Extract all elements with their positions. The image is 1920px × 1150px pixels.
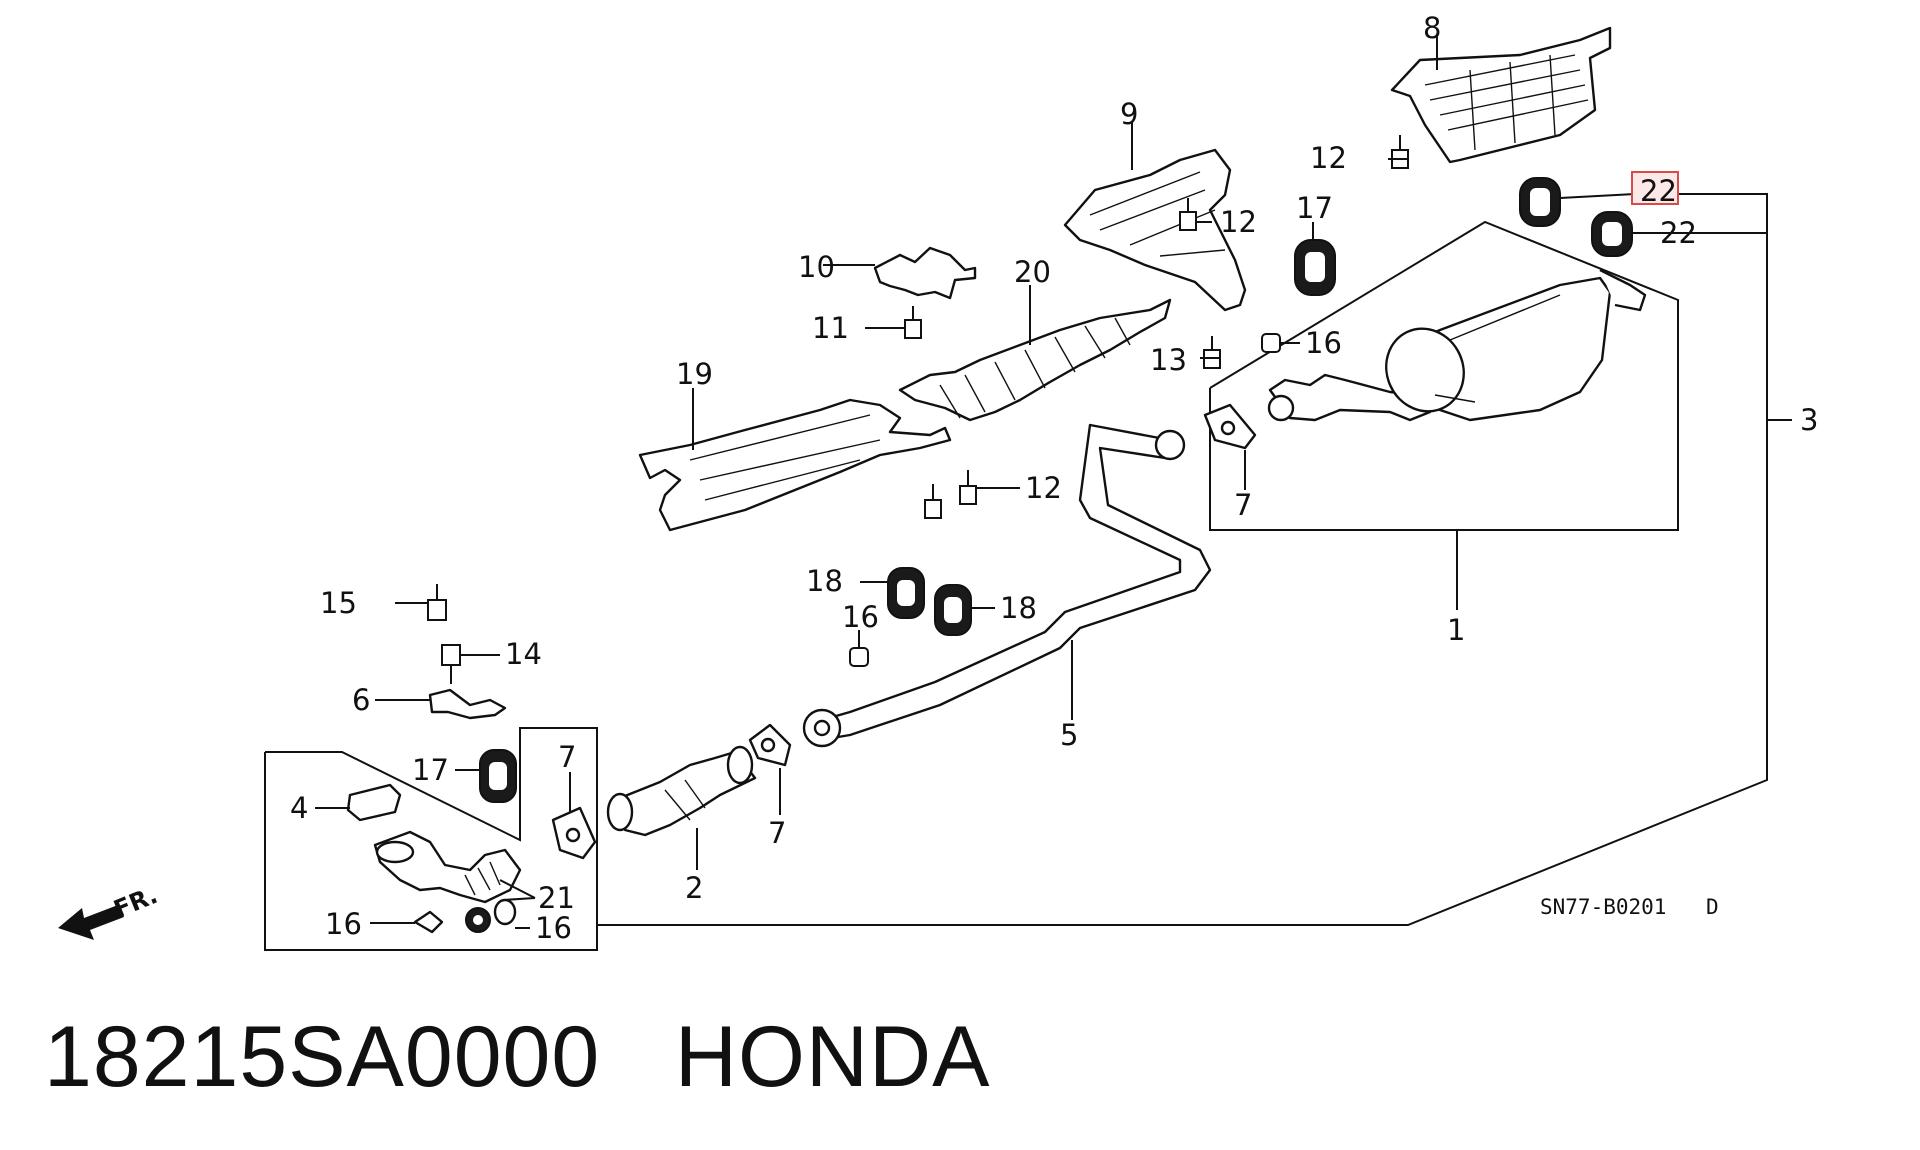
callout-19: 19: [676, 357, 713, 391]
nut-16-front: [413, 898, 517, 934]
bracket-8: [873, 246, 977, 300]
callout-9: 9: [1120, 97, 1138, 131]
rubber-mount-18-right: [934, 584, 972, 636]
callout-2: 2: [685, 871, 703, 905]
callout-10: 8: [1423, 11, 1441, 45]
gasket-7-middle: [748, 723, 792, 767]
rubber-mount-18-left: [887, 567, 925, 619]
callout-22: 22: [1660, 216, 1697, 250]
callout-12-top: 12: [1310, 141, 1347, 175]
callout-16-front-left: 16: [325, 907, 362, 941]
bolt-14: [441, 644, 461, 684]
bolt-12-right: [959, 470, 977, 505]
callout-22-highlight: 22: [1640, 174, 1677, 208]
callout-20: 20: [1014, 255, 1051, 289]
brand-name: HONDA: [674, 1009, 991, 1105]
callout-4: 4: [290, 791, 308, 825]
middle-pipe-5: [802, 423, 1212, 748]
callout-17-top: 17: [1296, 191, 1333, 225]
callout-16-middle: 16: [842, 600, 879, 634]
callout-11: 11: [812, 311, 849, 345]
diagram-revision: D: [1706, 895, 1719, 919]
full-system-bracket: [597, 193, 1768, 926]
callout-15: 15: [320, 586, 357, 620]
rubber-mount-22-lower: [1591, 211, 1633, 257]
callout-18-left: 18: [806, 564, 843, 598]
front-pipe-assembly-box: [264, 727, 598, 951]
heat-shield-9: [1063, 148, 1247, 312]
callout-14: 14: [505, 637, 542, 671]
front-pipe-21: [373, 830, 522, 904]
front-direction-arrow: FR.: [58, 881, 161, 940]
callout-7-rear: 7: [1234, 488, 1252, 522]
callout-18-right: 18: [1000, 591, 1037, 625]
callout-16-muffler: 16: [1305, 326, 1342, 360]
rubber-mount-17-lower: [479, 749, 517, 803]
rubber-mount-22-upper: [1519, 177, 1561, 227]
nut-16-middle: [849, 647, 869, 667]
muffler-1: [1268, 268, 1647, 422]
callout-17-lower: 17: [412, 753, 449, 787]
callout-13: 13: [1150, 343, 1187, 377]
heat-shield-10: [1390, 26, 1612, 164]
callout-6: 6: [352, 683, 370, 717]
bolt-15: [427, 584, 447, 621]
nut-16-muffler: [1261, 333, 1281, 353]
bolt-13: [1203, 336, 1221, 369]
bolts: [427, 135, 1409, 684]
callout-5: 5: [1060, 718, 1078, 752]
callout-7-front: 7: [558, 740, 576, 774]
bolt-11: [904, 306, 922, 339]
callout-3: 3: [1800, 403, 1818, 437]
direction-label: FR.: [110, 881, 162, 924]
callout-8: 10: [798, 250, 835, 284]
arrow-icon: [58, 905, 124, 940]
bolt-12-left: [924, 484, 942, 519]
heat-shield-19: [638, 398, 952, 532]
gasket-4: [346, 783, 402, 822]
bolt-12-top: [1391, 135, 1409, 169]
callout-12-shield: 12: [1220, 205, 1257, 239]
catalytic-converter-2: [606, 745, 757, 837]
rubber-mount-17-upper: [1294, 239, 1336, 296]
gasket-7-front: [551, 806, 597, 860]
diagram-code: SN77-B0201: [1540, 895, 1666, 919]
part-number: 18215SA0000: [44, 1009, 601, 1105]
gasket-7-rear: [1203, 403, 1257, 450]
clamp-6: [428, 688, 507, 720]
muffler-assembly-box: [1209, 220, 1679, 531]
highlight-box: [1631, 171, 1679, 205]
callout-1: 1: [1447, 613, 1465, 647]
part-caption: 18215SA0000 HONDA: [44, 1008, 990, 1107]
heat-shield-20: [898, 298, 1172, 422]
callout-12-lower: 12: [1025, 471, 1062, 505]
callout-16-front-right: 16: [535, 911, 572, 945]
callout-7-middle: 7: [768, 816, 786, 850]
callout-21: 21: [538, 881, 575, 915]
